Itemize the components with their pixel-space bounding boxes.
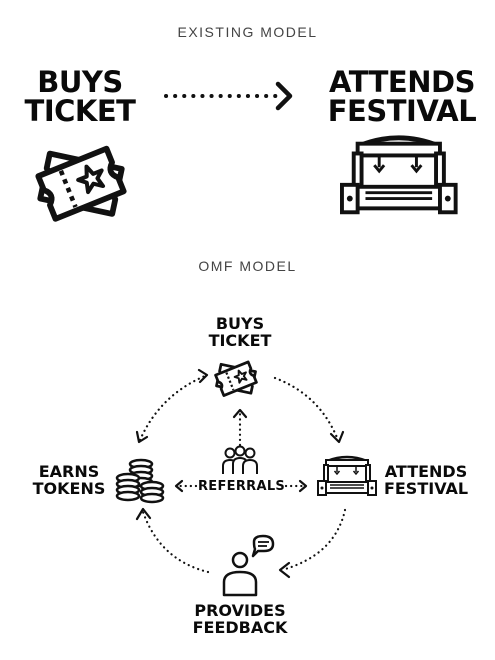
existing-model-title: EXISTING MODEL (177, 24, 318, 40)
ticket-icon (38, 149, 123, 219)
omf-referrals-label: REFERRALS (198, 479, 286, 494)
festival-stage-icon (342, 138, 456, 212)
omf-attends-festival-label: ATTENDS FESTIVAL (376, 463, 476, 497)
arrow-tokens-to-ticket (138, 374, 207, 442)
omf-earns-tokens-line-1: EARNS (38, 462, 100, 481)
person-speech-bubble-icon (222, 534, 275, 597)
omf-buys-ticket-line-1: BUYS (215, 314, 265, 333)
existing-buys-ticket-label: BUYS TICKET (20, 68, 140, 126)
omf-provides-feedback-line-2: FEEDBACK (192, 618, 288, 637)
omf-buys-ticket-line-2: TICKET (208, 331, 272, 350)
omf-provides-feedback-line-1: PROVIDES (194, 601, 286, 620)
existing-attends-festival-line-1: ATTENDS (329, 65, 475, 99)
dotted-arrow-icon (164, 81, 293, 111)
omf-attends-festival-line-2: FESTIVAL (383, 479, 469, 498)
group-people-icon (222, 445, 258, 474)
existing-buys-ticket-line-1: BUYS (37, 65, 123, 99)
omf-model-title: OMF MODEL (198, 258, 297, 274)
arrow-ticket-to-festival (273, 376, 340, 442)
omf-festival-stage-icon (316, 455, 378, 497)
existing-attends-festival-label: ATTENDS FESTIVAL (322, 68, 482, 126)
cycle-arrows (135, 368, 347, 579)
omf-ticket-icon (214, 360, 258, 397)
omf-attends-festival-line-1: ATTENDS (384, 462, 468, 481)
arrow-festival-to-feedback (280, 508, 347, 572)
omf-earns-tokens-line-2: TOKENS (32, 479, 106, 498)
existing-attends-festival-line-2: FESTIVAL (327, 94, 477, 128)
arrow-feedback-to-tokens (141, 510, 210, 574)
omf-buys-ticket-label: BUYS TICKET (190, 315, 290, 349)
omf-earns-tokens-label: EARNS TOKENS (24, 463, 114, 497)
coins-stack-icon (115, 458, 165, 504)
existing-buys-ticket-line-2: TICKET (24, 94, 136, 128)
omf-provides-feedback-label: PROVIDES FEEDBACK (175, 602, 305, 636)
